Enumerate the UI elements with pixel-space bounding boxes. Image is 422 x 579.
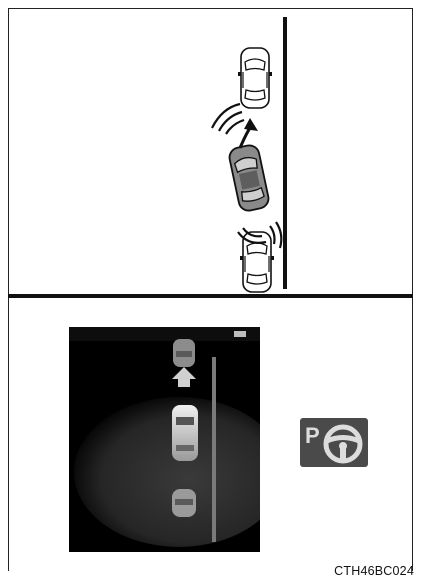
parking-display-screen [69, 327, 260, 552]
screen-status-icon [234, 331, 246, 337]
parking-assist-indicator: P [300, 418, 368, 467]
parking-maneuver-diagram [0, 0, 422, 300]
curb-indicator [212, 357, 216, 542]
parked-car-rear [240, 232, 274, 292]
curb-line [283, 17, 287, 289]
section-divider [8, 294, 413, 298]
own-vehicle [228, 144, 271, 213]
parked-car-front [238, 48, 272, 108]
direction-arrowhead [244, 118, 258, 131]
front-sensor-waves [212, 104, 244, 134]
screen-top-bar [69, 327, 260, 341]
screen-target-car-front [173, 339, 195, 367]
screen-own-car [172, 405, 198, 461]
screen-target-car-rear [172, 489, 196, 517]
indicator-letter: P [305, 423, 320, 448]
figure-code: CTH46BC024 [334, 564, 414, 578]
